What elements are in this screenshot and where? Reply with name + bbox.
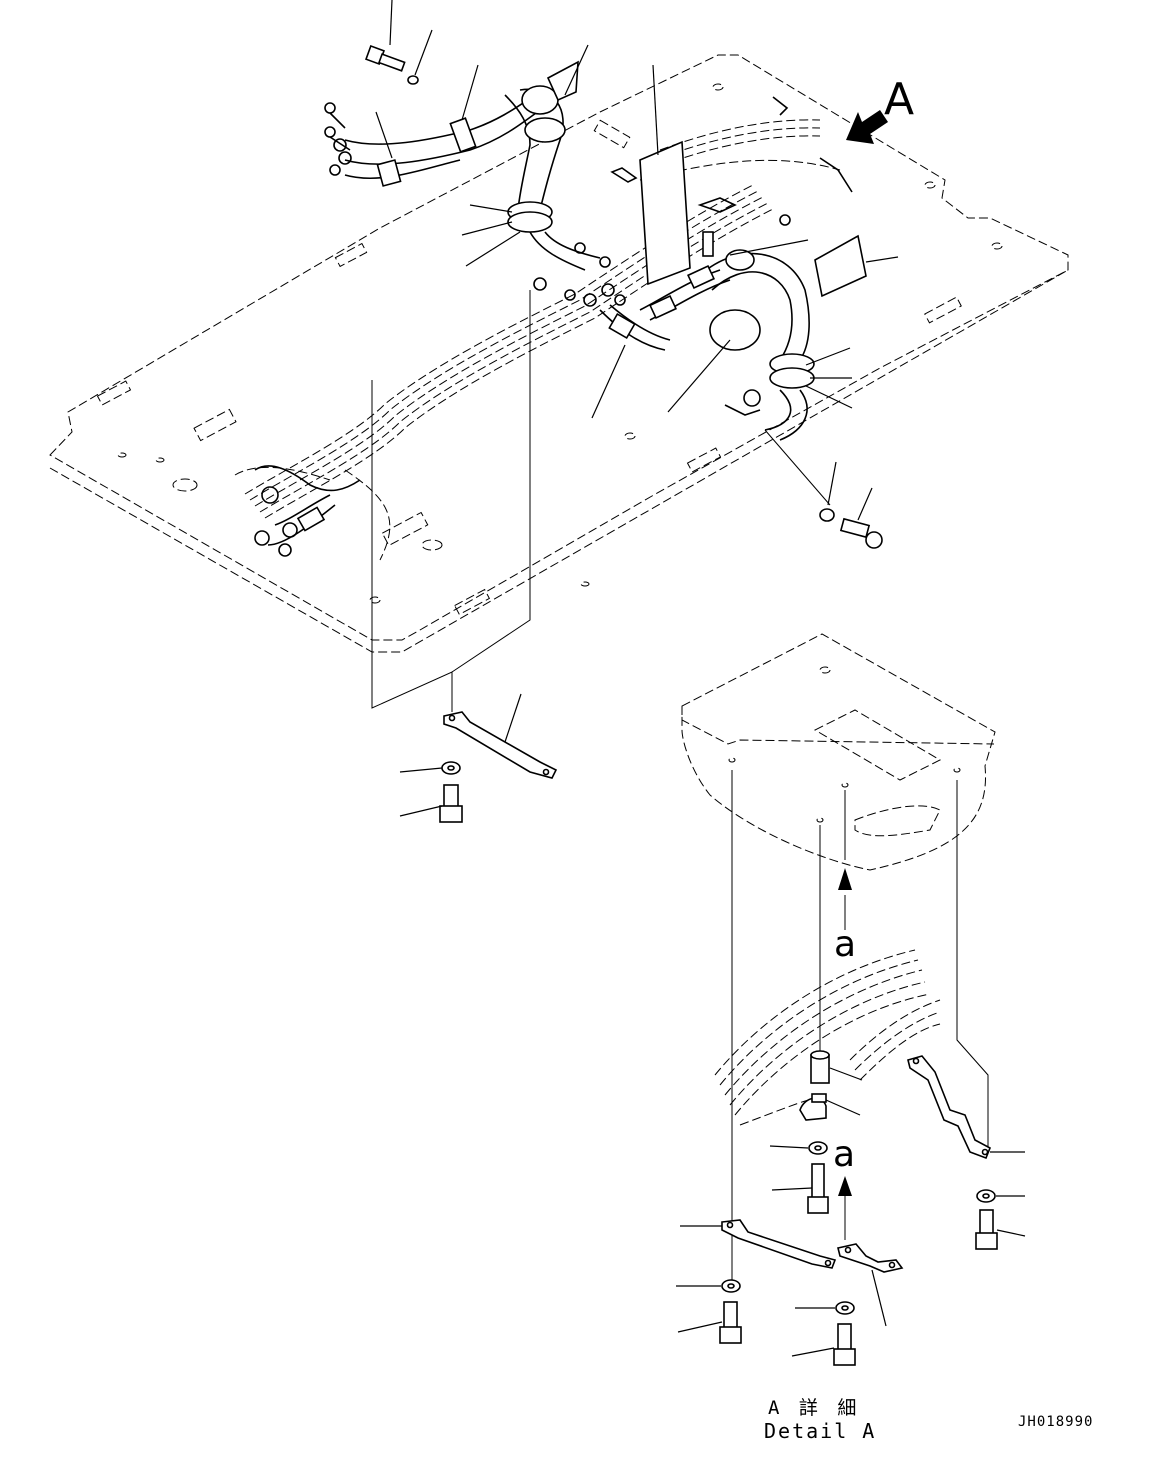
view-arrow-icon (846, 110, 888, 144)
detail-spacer (810, 1050, 830, 1084)
routing-letter-lower: a (833, 1134, 856, 1175)
routing-letter-upper: a (834, 924, 857, 965)
leader-lines-detail (676, 1067, 1026, 1357)
drawing-number: JH018990 (1018, 1414, 1094, 1430)
cable-conduit-right (639, 249, 815, 441)
leader-lines-main (375, 0, 899, 817)
detail-caption-english: Detail A (764, 1419, 877, 1443)
detail-plate (681, 633, 996, 871)
projection-lines (371, 290, 831, 712)
detail-caption-japanese: A 詳 細 (768, 1397, 861, 1419)
tag-plate-1 (639, 140, 691, 286)
detail-strap-right (907, 1055, 998, 1250)
detail-harness (714, 949, 941, 1126)
bolt-right (819, 508, 883, 549)
tag-plate-2 (814, 234, 867, 298)
cable-conduit-left (504, 85, 601, 271)
detail-clamp (799, 1093, 827, 1121)
battery-cable-upper (324, 94, 541, 187)
tag-plate-3 (546, 60, 579, 102)
assembly-arrow-icon (838, 868, 852, 1196)
detail-strap-left (719, 1219, 837, 1344)
detail-washer-bolt-center (807, 1141, 829, 1214)
battery-cable-lower (254, 465, 361, 557)
wire-harness (234, 119, 841, 561)
bolt-top-left (365, 45, 419, 85)
floor-plate (49, 54, 1069, 653)
view-a-label: A (884, 74, 915, 125)
detail-projection-lines (731, 770, 989, 1280)
detail-clip-bracket (833, 1243, 904, 1366)
terminal-cluster-center (533, 231, 715, 351)
strap-bracket-main (439, 711, 558, 823)
plate-clips (610, 96, 853, 416)
